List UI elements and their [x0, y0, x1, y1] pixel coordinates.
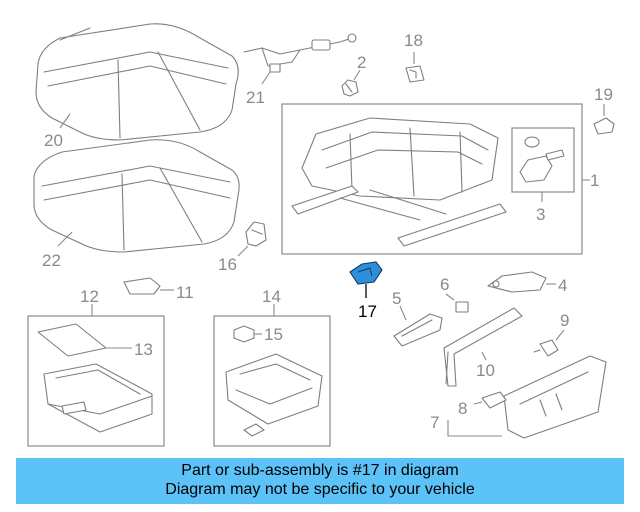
callout-9: 9	[560, 311, 569, 330]
callout-7: 7	[430, 413, 439, 432]
part-13-mat[interactable]	[37, 323, 107, 357]
callout-5: 5	[392, 289, 401, 308]
part-5-trim-cover[interactable]	[393, 313, 443, 347]
part-11[interactable]	[123, 277, 161, 295]
callout-17: 17	[358, 302, 377, 321]
frame-assembly-box	[281, 103, 583, 255]
callout-16: 16	[218, 255, 237, 274]
part-9-plug[interactable]	[533, 339, 559, 357]
callout-22: 22	[42, 251, 61, 270]
callout-20: 20	[44, 131, 63, 150]
callout-12: 12	[80, 287, 99, 306]
part-6-trim[interactable]	[455, 301, 469, 313]
banner-line-2: Diagram may not be specific to your vehi…	[165, 481, 475, 498]
callout-14: 14	[262, 287, 281, 306]
part-21-wire-harness[interactable]	[243, 33, 357, 73]
callout-13: 13	[134, 340, 153, 359]
part-2-clip[interactable]	[341, 79, 359, 97]
part-12-storage-tray[interactable]	[43, 363, 153, 433]
part-17-highlighted[interactable]	[349, 261, 383, 285]
storage-assembly-box	[27, 315, 165, 447]
part-20-cushion-pad[interactable]	[35, 23, 239, 141]
callout-18: 18	[404, 31, 423, 50]
callout-21: 21	[246, 88, 265, 107]
part-16-bracket[interactable]	[245, 221, 267, 247]
part-14-lower-tray[interactable]	[225, 353, 323, 437]
part-10-rail[interactable]	[443, 307, 523, 387]
part-22-cushion-cover[interactable]	[33, 139, 240, 253]
part-8-cover[interactable]	[481, 391, 507, 409]
callout-15: 15	[264, 325, 283, 344]
callout-8: 8	[458, 399, 467, 418]
callout-19: 19	[594, 85, 613, 104]
callout-10: 10	[476, 361, 495, 380]
motor-subbox	[511, 127, 575, 193]
part-18[interactable]	[405, 65, 425, 83]
parts-diagram: 20 22 21 2 18 19	[27, 23, 615, 447]
info-banner: Part or sub-assembly is #17 in diagram D…	[16, 458, 624, 504]
callout-1: 1	[590, 171, 599, 190]
part-1-seat-frame[interactable]	[291, 117, 507, 247]
part-15-bulb[interactable]	[233, 325, 255, 343]
callout-2: 2	[357, 53, 366, 72]
banner-line-1: Part or sub-assembly is #17 in diagram	[181, 462, 459, 479]
part-19[interactable]	[593, 117, 615, 135]
part-7-side-shield[interactable]	[503, 355, 607, 439]
part-4-lever[interactable]	[487, 271, 547, 293]
callout-3: 3	[536, 205, 545, 224]
callout-4: 4	[558, 276, 567, 295]
callout-11: 11	[176, 283, 194, 302]
part-3-motor[interactable]	[519, 136, 565, 183]
tray-assembly-box	[213, 315, 331, 447]
callout-6: 6	[440, 275, 449, 294]
